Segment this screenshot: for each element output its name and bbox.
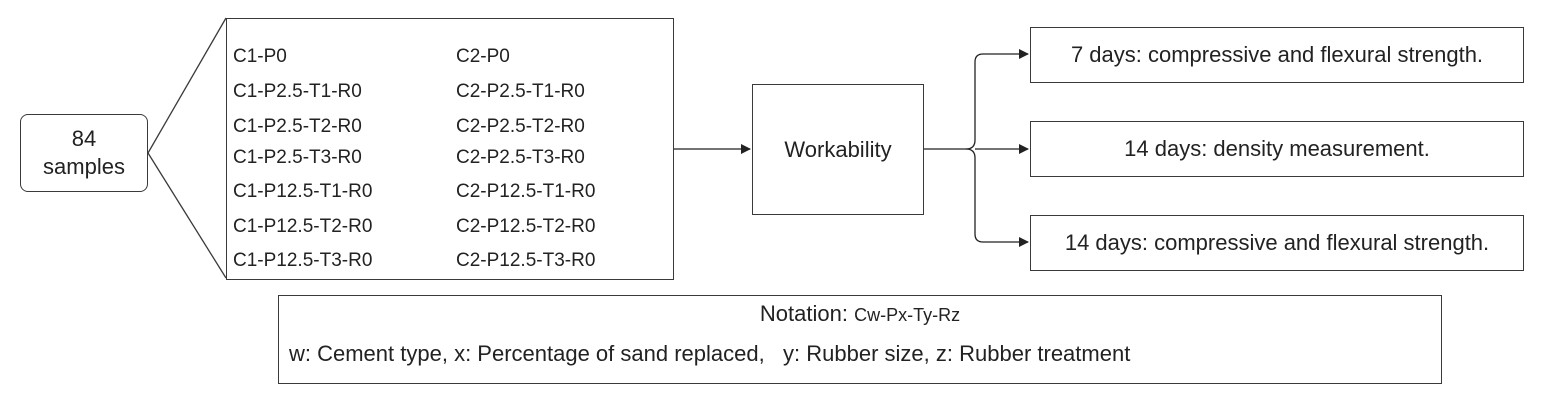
- output-node-14-days-density: 14 days: density measurement.: [1030, 121, 1524, 177]
- samples-node: 84 samples: [20, 114, 148, 192]
- list-item: C1-P2.5-T3-R0: [233, 147, 362, 168]
- list-item: C2-P12.5-T1-R0: [456, 181, 596, 202]
- output-label: 14 days: compressive and flexural streng…: [1064, 230, 1490, 255]
- list-item: C1-P12.5-T3-R0: [233, 250, 373, 271]
- list-item: C2-P2.5-T1-R0: [456, 81, 585, 102]
- output-node-14-days-strength: 14 days: compressive and flexural streng…: [1030, 215, 1524, 271]
- list-item: C1-P2.5-T2-R0: [233, 116, 362, 137]
- notation-description: w: Cement type, x: Percentage of sand re…: [289, 341, 1131, 366]
- notation-legend: Notation: Cw-Px-Ty-Rz w: Cement type, x:…: [278, 295, 1442, 384]
- sample-list-node: C1-P0 C1-P2.5-T1-R0 C1-P2.5-T2-R0 C1-P2.…: [226, 18, 674, 280]
- list-item: C2-P2.5-T2-R0: [456, 116, 585, 137]
- output-label: 14 days: density measurement.: [1124, 136, 1430, 161]
- samples-label: samples: [43, 154, 125, 179]
- list-item: C1-P12.5-T1-R0: [233, 181, 373, 202]
- list-item: C1-P12.5-T2-R0: [233, 216, 373, 237]
- list-item: C1-P0: [233, 46, 287, 67]
- workability-node: Workability: [752, 84, 924, 215]
- samples-count: 84: [71, 126, 97, 151]
- workability-label: Workability: [784, 136, 892, 162]
- list-item: C1-P2.5-T1-R0: [233, 81, 362, 102]
- brace-lower: [965, 148, 1029, 247]
- list-item: C2-P12.5-T3-R0: [456, 250, 596, 271]
- notation-heading: Notation: Cw-Px-Ty-Rz: [279, 301, 1441, 327]
- list-item: C2-P0: [456, 46, 510, 67]
- notation-title: Notation:: [759, 301, 855, 326]
- expand-line-top: [147, 17, 227, 154]
- expand-line-bottom: [147, 152, 227, 279]
- output-node-7-days-strength: 7 days: compressive and flexural strengt…: [1030, 27, 1524, 83]
- brace: [965, 49, 1029, 150]
- notation-format: Cw-Px-Ty-Rz: [854, 305, 961, 325]
- list-item: C2-P2.5-T3-R0: [456, 147, 585, 168]
- output-label: 7 days: compressive and flexural strengt…: [1070, 42, 1484, 67]
- list-item: C2-P12.5-T2-R0: [456, 216, 596, 237]
